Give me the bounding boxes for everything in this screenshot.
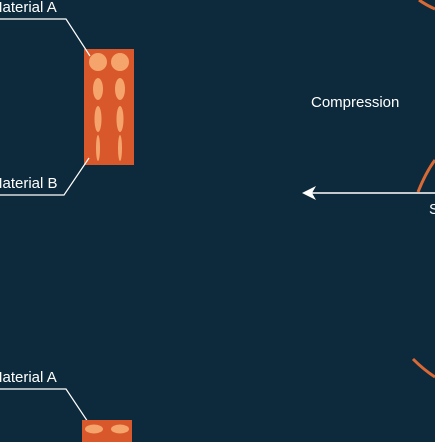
leader-line-material-b [0, 157, 90, 196]
material-b-label: Material B [0, 175, 58, 192]
edge-label-fragment: S [429, 201, 435, 218]
arc-bottom [411, 357, 435, 379]
arc-mid [416, 159, 435, 193]
leader-line-material-a-top [0, 18, 91, 57]
arc-top [418, 0, 435, 11]
leader-line-material-a-bottom [0, 388, 93, 429]
compression-label: Compression [311, 94, 400, 111]
material-block-bottom [82, 420, 132, 442]
material-a-bottom-label: Material A [0, 369, 57, 386]
material-a-top-label: Material A [0, 0, 57, 16]
compression-arrow [302, 186, 435, 200]
material-block-top [84, 49, 134, 165]
